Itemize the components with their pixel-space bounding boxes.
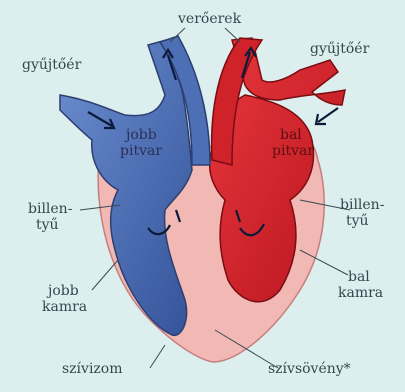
valve-left-label-1: billen- — [28, 202, 72, 217]
right-atrium-and-ventricle — [60, 40, 192, 335]
right-atrium-label-2: pitvar — [120, 144, 162, 159]
arteries-label: verőerek — [178, 12, 241, 27]
vein-right-label: gyűjtőér — [310, 42, 369, 57]
valve-left-label-2: tyű — [36, 218, 59, 233]
valve-right-label-1: billen- — [340, 198, 384, 213]
heart-muscle-label: szívizom — [62, 362, 123, 377]
left-atrium-label-2: pitvar — [272, 144, 314, 159]
left-ventricle-label-1: bal — [348, 270, 370, 285]
vein-left-label: gyűjtőér — [22, 58, 81, 73]
right-ventricle-label-2: kamra — [42, 300, 87, 315]
left-atrium-label-1: bal — [280, 128, 302, 143]
right-ventricle-label-1: jobb — [48, 284, 79, 299]
valve-right-label-2: tyű — [346, 214, 369, 229]
left-ventricle-label-2: kamra — [338, 286, 383, 301]
septum-label: szívsövény* — [268, 362, 351, 377]
right-atrium-label-1: jobb — [126, 128, 157, 143]
